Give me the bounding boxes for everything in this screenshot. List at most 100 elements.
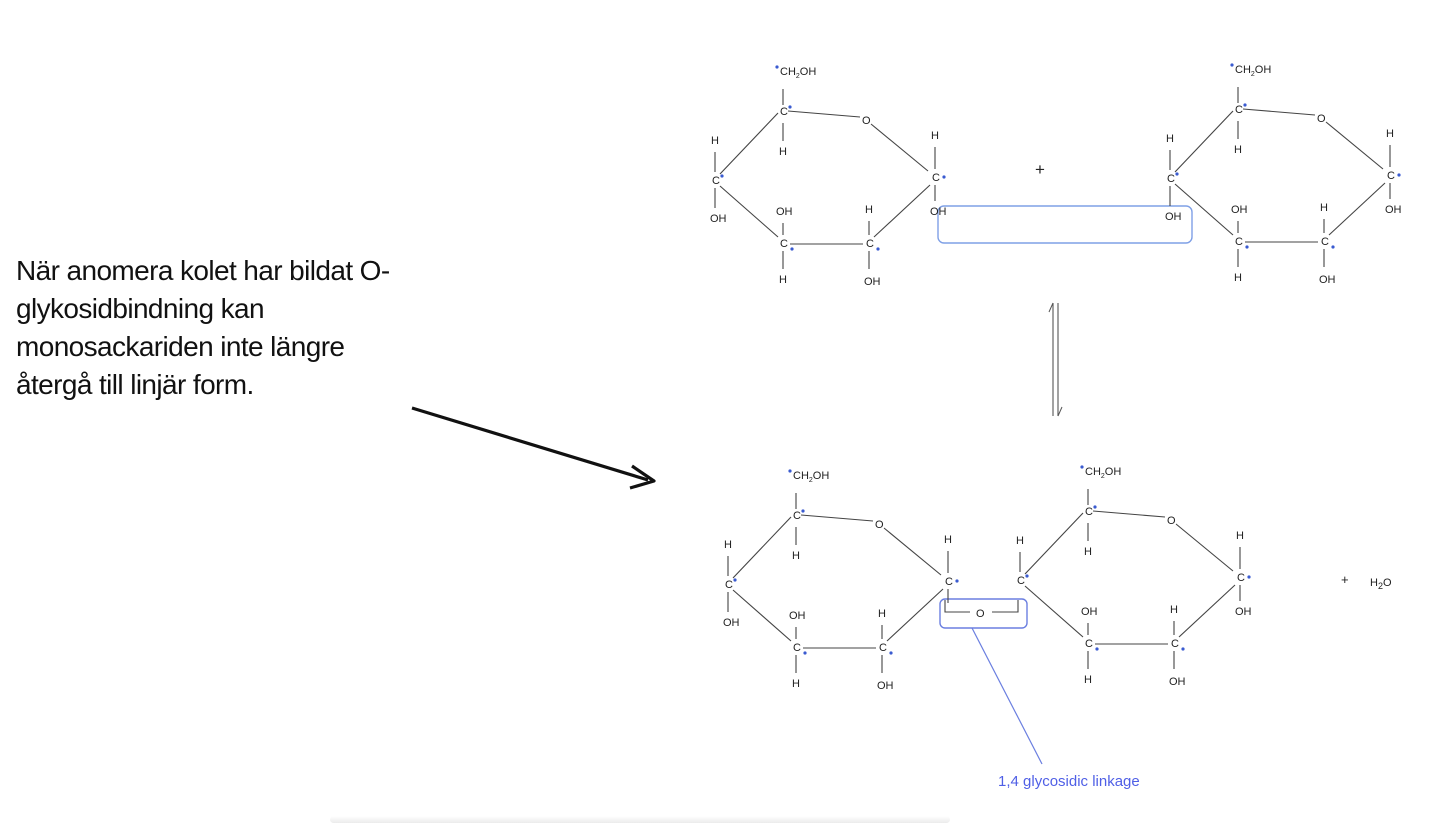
carbon-marker [889,651,893,655]
hydrogen: H [931,130,939,142]
hydrogen: H [1386,128,1394,140]
carbon-marker [1243,103,1247,107]
carbon-3: C [1085,638,1093,650]
carbon-marker [1080,465,1084,469]
hydrogen: H [1320,202,1328,214]
hydroxymethyl-label: CH2OH [1235,64,1271,78]
carbon-5: C [1235,104,1243,116]
glycosidic-oxygen: O [976,608,985,620]
carbon-1: C [932,172,940,184]
hydrogen: H [865,204,873,216]
hydrogen: H [878,608,886,620]
condensation-highlight-box [937,205,1193,244]
carbon-marker [1025,574,1029,578]
hydroxyl: OH [877,680,894,692]
hydroxyl: OH [1081,606,1098,618]
caption-text: När anomera kolet har bildat O- glykosid… [16,252,446,404]
ring-oxygen: O [1167,515,1176,527]
plus-sign-top: + [1035,160,1045,179]
hydrogen: H [1084,674,1092,686]
hydroxyl: OH [1231,204,1248,216]
carbon-marker [803,651,807,655]
hydrogen: H [1236,530,1244,542]
hydrogen: H [944,534,952,546]
hydrogen: H [1234,272,1242,284]
hydrogen: H [792,678,800,690]
hydrogen: H [1170,604,1178,616]
hydrogen: H [711,135,719,147]
caption-line-1: När anomera kolet har bildat O- [16,255,390,286]
carbon-4: C [1167,173,1175,185]
carbon-3: C [793,642,801,654]
hydroxymethyl-label: CH2OH [780,66,816,80]
carbon-marker [775,65,779,69]
carbon-2: C [1321,236,1329,248]
carbon-5: C [793,510,801,522]
slide-bottom-shadow [330,816,950,823]
carbon-2: C [879,642,887,654]
carbon-4: C [725,579,733,591]
carbon-2: C [866,238,874,250]
oxygen-bridge [944,600,1019,613]
carbon-4: C [712,175,720,187]
hydroxyl: OH [1319,274,1336,286]
glycosidic-oxygen-highlight-box [939,598,1028,629]
hydroxyl: OH [776,206,793,218]
hydrogen: H [792,550,800,562]
equilibrium-arrow [1048,302,1063,417]
carbon-marker [790,247,794,251]
hydrogen: H [1084,546,1092,558]
carbon-marker [788,105,792,109]
carbon-marker [1181,647,1185,651]
hydrogen: H [1234,144,1242,156]
hydroxyl: OH [789,610,806,622]
carbon-marker [720,174,724,178]
hydrogen: H [1166,133,1174,145]
carbon-marker [1245,245,1249,249]
pointer-arrow [411,406,656,490]
linkage-pointer-line [971,627,1043,765]
carbon-marker [1095,647,1099,651]
caption-line-4: återgå till linjär form. [16,369,254,400]
hydroxymethyl-label: CH2OH [1085,466,1121,480]
ring-oxygen: O [1317,113,1326,125]
hydroxymethyl-label: CH2OH [793,470,829,484]
carbon-marker [942,175,946,179]
carbon-5: C [780,106,788,118]
carbon-2: C [1171,638,1179,650]
carbon-marker [1397,173,1401,177]
carbon-3: C [1235,236,1243,248]
linkage-label: 1,4 glycosidic linkage [998,773,1140,790]
hydroxyl: OH [1235,606,1252,618]
carbon-marker [788,469,792,473]
hydroxyl: OH [723,617,740,629]
water-label: H2O [1370,577,1392,591]
hydroxyl: OH [930,206,947,218]
hydroxyl: OH [864,276,881,288]
carbon-1: C [1387,170,1395,182]
hydrogen: H [779,146,787,158]
carbon-5: C [1085,506,1093,518]
glucose-ring-bottom-left: C O C C C C CH2OH H H OH OH H H OH H [723,469,959,692]
carbon-marker [1093,505,1097,509]
hydrogen: H [1016,535,1024,547]
carbon-4: C [1017,575,1025,587]
carbon-1: C [1237,572,1245,584]
hydroxyl: OH [710,213,727,225]
carbon-marker [801,509,805,513]
carbon-marker [876,247,880,251]
hydrogen: H [724,539,732,551]
ring-oxygen: O [862,115,871,127]
carbon-marker [1247,575,1251,579]
caption-line-2: glykosidbindning kan [16,293,265,324]
carbon-marker [1331,245,1335,249]
carbon-1: C [945,576,953,588]
ring-oxygen: O [875,519,884,531]
caption-line-3: monosackariden inte längre [16,331,345,362]
glucose-rings: COCCCCCH2OHHHOHOHHHOHHOHCOCCCCCH2OHHHOHO… [710,63,1402,692]
